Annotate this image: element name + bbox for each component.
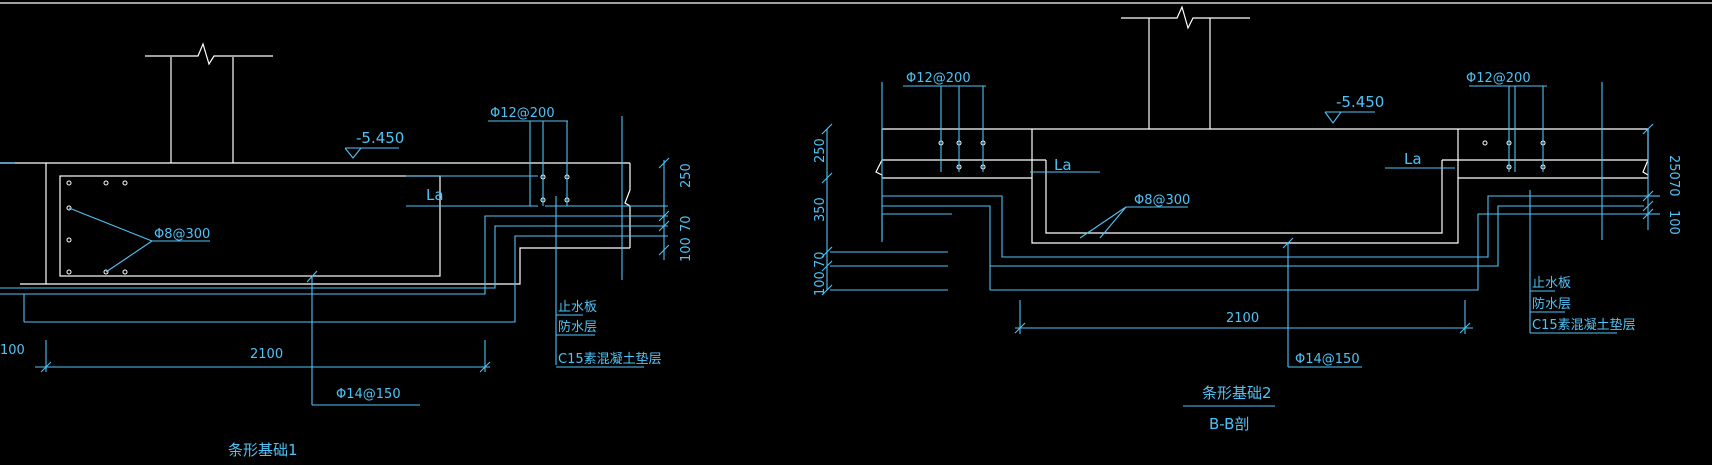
waterproof-layer-line — [882, 205, 1644, 267]
slab-break-line — [624, 163, 631, 248]
elevation-marker — [1324, 111, 1342, 124]
column-break-line — [145, 42, 273, 66]
waterproof-layer-line — [882, 195, 1644, 258]
tick — [658, 157, 670, 169]
tick — [1014, 322, 1026, 334]
rebar-dot — [66, 237, 72, 243]
layer1-label-left: 止水板 — [558, 300, 597, 315]
la-label-right-a: La — [1054, 156, 1072, 174]
la-label-right-b: La — [1404, 150, 1422, 168]
cushion-layer-line — [990, 213, 1644, 291]
strip-foundation-2 — [821, 5, 1660, 407]
rebar-dot — [66, 205, 72, 211]
stirrup-leader — [1079, 206, 1127, 239]
rebar-dot — [122, 269, 128, 275]
tick — [1459, 322, 1471, 334]
tick — [1642, 123, 1654, 135]
tick — [40, 361, 52, 373]
tick — [306, 270, 318, 283]
bottom-rebar-label-left: Φ14@150 — [336, 387, 401, 402]
tick — [821, 246, 833, 258]
width-label-right: 2100 — [1226, 311, 1259, 326]
tick — [821, 260, 833, 272]
foundation-outline — [882, 177, 1648, 244]
dim-350-r-left: 350 — [813, 197, 828, 222]
dim-250-r-right: 250 — [1666, 155, 1681, 180]
tick — [821, 284, 833, 296]
dim-70-left: 70 — [679, 215, 694, 232]
column-break-line — [1121, 5, 1250, 30]
tick — [1642, 200, 1654, 212]
section-label-right: B-B剖 — [1209, 415, 1249, 433]
stirrup-label-left: Φ8@300 — [154, 227, 210, 242]
cushion-layer-line — [24, 235, 668, 323]
stirrup-cage — [1045, 160, 1443, 234]
dim-250-r-left: 250 — [813, 138, 828, 163]
rebar-label-top-right-a: Φ12@200 — [906, 71, 971, 86]
tick — [658, 220, 670, 232]
bottom-rebar-label-right: Φ14@150 — [1295, 352, 1360, 367]
tick — [821, 172, 833, 184]
slab-break-line — [875, 129, 883, 178]
elevation-marker — [344, 147, 362, 159]
rebar-dot — [66, 269, 72, 275]
dim-250-left: 250 — [679, 163, 694, 188]
rebar-dot — [1482, 140, 1488, 146]
tick — [821, 123, 833, 135]
rebar-dot — [103, 269, 109, 275]
dim-100-r-right: 100 — [1666, 210, 1681, 235]
layer2-label-right: 防水层 — [1532, 296, 1571, 312]
stirrup-leader — [105, 240, 153, 273]
dim-100-edge: 100 — [0, 343, 25, 358]
foundation-outline — [0, 162, 47, 285]
layer3-label-right: C15素混凝土垫层 — [1532, 317, 1636, 333]
elevation-label-left: -5.450 — [356, 129, 404, 147]
rebar-dot — [66, 180, 72, 186]
rebar-dot — [122, 180, 128, 186]
drawing-title-right: 条形基础2 — [1202, 384, 1272, 402]
rebar-label-top-left: Φ12@200 — [490, 106, 555, 121]
slab-break-line — [1642, 129, 1649, 178]
drawing-title-left: 条形基础1 — [228, 441, 298, 459]
rebar-label-top-right-b: Φ12@200 — [1466, 71, 1531, 86]
rebar-dot — [103, 180, 109, 186]
width-label-left: 2100 — [250, 347, 283, 362]
stirrup-cage — [59, 175, 441, 277]
stirrup-leader — [1099, 206, 1127, 239]
layer2-label-left: 防水层 — [558, 319, 597, 335]
waterproof-layer-line — [20, 225, 668, 289]
foundation-bottom-step — [46, 247, 630, 285]
dim-70-r-right: 70 — [1666, 180, 1681, 197]
stirrup-label-right: Φ8@300 — [1134, 193, 1190, 208]
dim-100-r-left: 100 — [813, 271, 828, 296]
layer3-label-left: C15素混凝土垫层 — [558, 351, 662, 367]
strip-foundation-1 — [0, 42, 670, 406]
tick — [658, 210, 670, 222]
tick — [1282, 237, 1294, 249]
tick — [479, 361, 491, 373]
dim-70-r-left: 70 — [813, 251, 828, 268]
tick — [658, 244, 670, 256]
stirrup-leader — [68, 207, 153, 242]
elevation-label-right: -5.450 — [1336, 93, 1384, 111]
dim-100-left: 100 — [679, 237, 694, 262]
la-label-left: La — [426, 186, 444, 204]
waterproof-layer-line — [20, 215, 668, 295]
layer1-label-right: 止水板 — [1532, 276, 1571, 291]
